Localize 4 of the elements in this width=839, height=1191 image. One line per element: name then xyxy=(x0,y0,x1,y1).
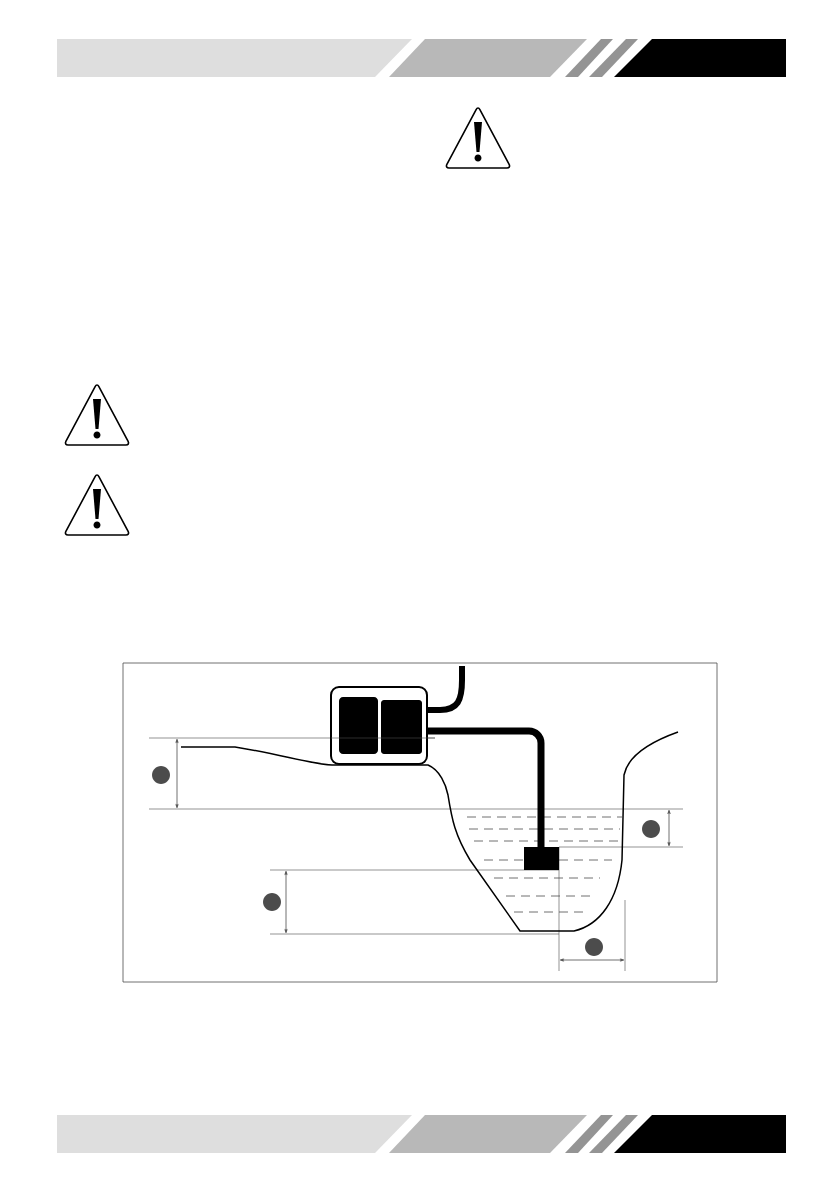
callout-dot xyxy=(152,766,170,784)
callout-dot xyxy=(585,938,603,956)
callout-dot xyxy=(642,820,660,838)
callout-dot xyxy=(263,893,281,911)
